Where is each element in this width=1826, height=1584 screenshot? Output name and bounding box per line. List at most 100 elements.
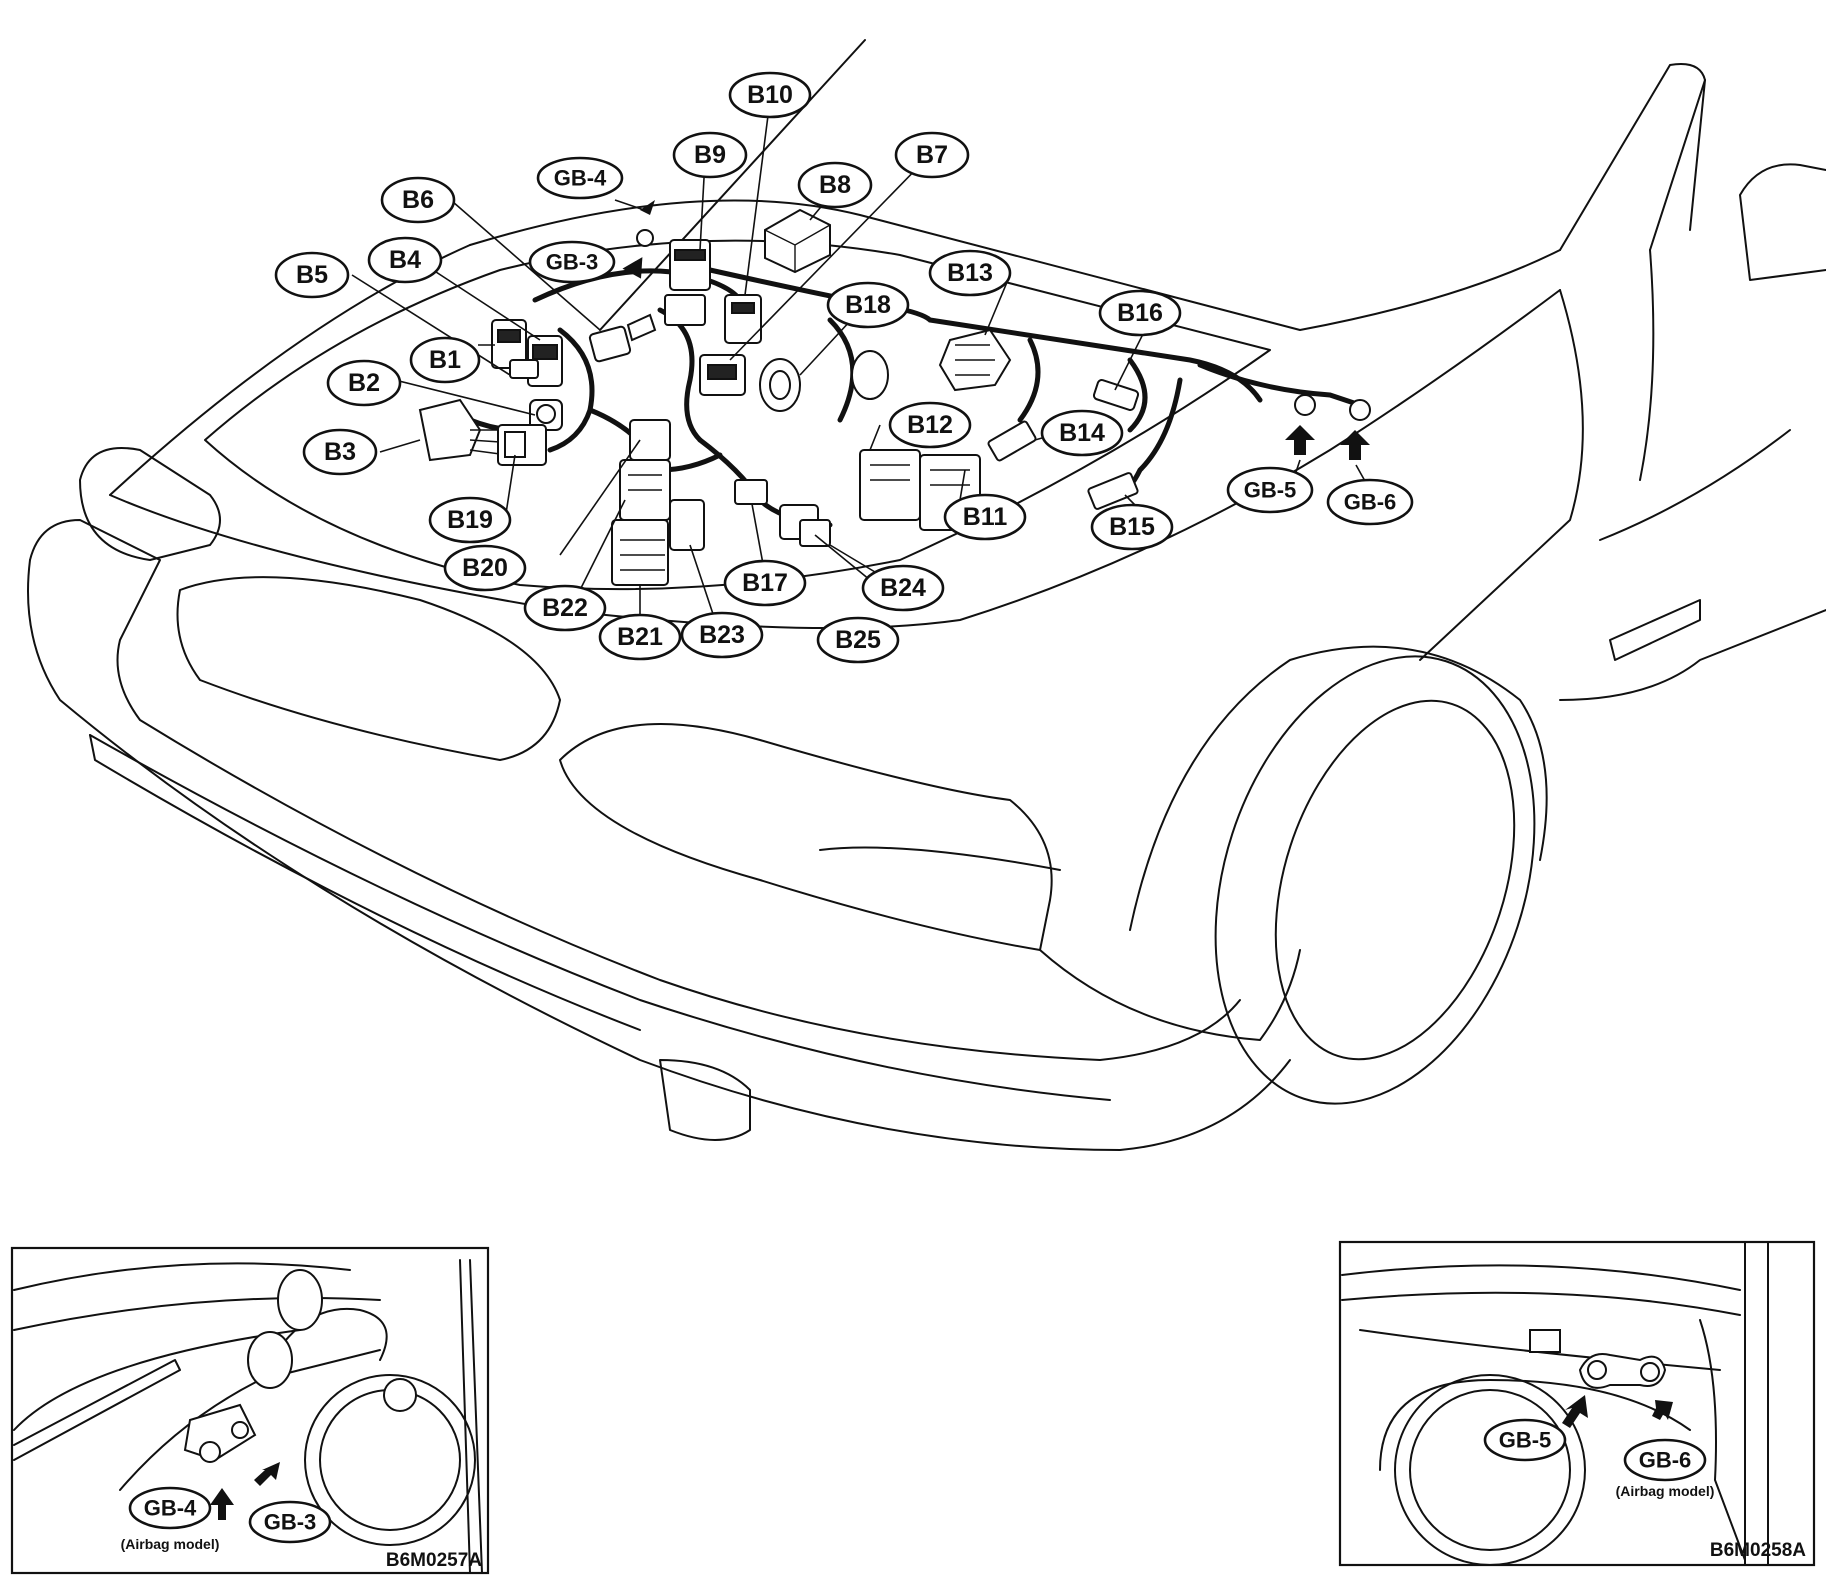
label-b14: B14 <box>1040 409 1124 457</box>
label-b5-text: B5 <box>296 261 328 289</box>
connector-b6-body <box>588 325 632 363</box>
inset-right-label-gb5: GB-5 <box>1483 1418 1567 1462</box>
label-b1-text: B1 <box>429 346 461 374</box>
inset-right: GB-5 GB-6 (Airbag model) B6M0258A <box>1338 1240 1816 1567</box>
connector-b13-ribs <box>955 344 995 376</box>
label-b17-text: B17 <box>742 569 788 597</box>
front-tire <box>1214 655 1536 1105</box>
inset-right-gb6-lug <box>1640 1362 1660 1382</box>
connector-b6-tail <box>626 313 657 342</box>
headlight-right <box>559 723 1053 951</box>
label-b16: B16 <box>1098 289 1182 337</box>
label-gb6-text: GB-6 <box>1344 490 1397 515</box>
label-b18: B18 <box>826 281 910 329</box>
label-b19: B19 <box>428 496 512 544</box>
hood-prop-line <box>599 39 866 331</box>
label-b25: B25 <box>816 616 900 664</box>
label-b11-text: B11 <box>963 503 1008 531</box>
label-b21-text: B21 <box>617 623 663 651</box>
ground-gb4-bolt <box>636 229 654 247</box>
inset-left-gb4-lug <box>199 1441 221 1463</box>
connector-b23-body <box>669 499 705 551</box>
connector-b15-body <box>1087 472 1139 510</box>
label-b7: B7 <box>894 131 970 179</box>
connector-b9-latch <box>674 249 706 261</box>
inset-right-reservoir <box>1394 1374 1586 1566</box>
inset-left-frame <box>10 1246 490 1575</box>
headlight-left <box>79 447 221 561</box>
label-gb4-text: GB-4 <box>554 166 607 191</box>
label-b16-text: B16 <box>1117 299 1163 327</box>
a-pillar-lower <box>1639 249 1655 481</box>
label-b6-text: B6 <box>402 186 434 214</box>
connector-b10-latch <box>731 302 755 314</box>
connector-b19-face <box>504 431 526 458</box>
label-b8: B8 <box>797 161 873 209</box>
label-b15: B15 <box>1090 503 1174 551</box>
label-b18-text: B18 <box>845 291 891 319</box>
bumper-strip <box>89 734 1111 1101</box>
connectors <box>418 208 1371 586</box>
relay-b8-body <box>764 208 831 274</box>
side-trim <box>1609 599 1701 661</box>
connector-b21-body <box>611 519 669 586</box>
gb6-arrow <box>1340 430 1370 460</box>
gb4-arrow-shaft <box>614 199 651 213</box>
label-b17: B17 <box>723 559 807 607</box>
inset-right-gb6-text: GB-6 <box>1639 1448 1692 1473</box>
label-b12-text: B12 <box>907 411 953 439</box>
label-b3: B3 <box>302 428 378 476</box>
label-b11: B11 <box>943 493 1027 541</box>
inset-left-gb3-text: GB-3 <box>264 1510 317 1535</box>
label-b23: B23 <box>680 611 764 659</box>
inset-right-code: B6M0258A <box>1710 1540 1806 1561</box>
inset-left-reservoir <box>304 1374 476 1546</box>
relay-block-b12 <box>859 449 921 521</box>
label-b20: B20 <box>443 544 527 592</box>
inset-left-fitting <box>247 1331 293 1389</box>
main-labels: B10 B9 B7 GB-4 B8 B6 GB-3 B4 B5 B13 B18 … <box>274 71 1414 664</box>
label-b15-text: B15 <box>1109 513 1155 541</box>
label-b5: B5 <box>274 251 350 299</box>
inset-right-tab <box>1529 1329 1561 1353</box>
inset-right-label-gb6: GB-6 <box>1623 1438 1707 1482</box>
fender-corner <box>1039 949 1301 1041</box>
label-b1: B1 <box>409 336 481 384</box>
inset-right-reservoir-inner <box>1409 1389 1571 1551</box>
bumper-top <box>29 519 1241 1061</box>
label-b6: B6 <box>380 176 456 224</box>
label-b14-text: B14 <box>1059 419 1105 447</box>
connector-b16-body <box>1092 379 1140 411</box>
connector-b9-lower <box>664 294 706 326</box>
label-b2: B2 <box>326 359 402 407</box>
inset-right-pillar <box>1744 1241 1769 1566</box>
gb3-arrow <box>622 257 643 279</box>
inset-right-cable <box>1699 1319 1746 1561</box>
connector-b14-body <box>987 420 1037 462</box>
label-b3-text: B3 <box>324 438 356 466</box>
label-b10: B10 <box>728 71 812 119</box>
inset-left-clamp <box>277 1269 323 1331</box>
label-gb6: GB-6 <box>1326 478 1414 526</box>
label-b20-text: B20 <box>462 554 508 582</box>
label-b24-text: B24 <box>880 574 926 602</box>
headlight-right-inner <box>819 846 1061 871</box>
connector-b3-body <box>418 398 482 462</box>
tire-inner <box>1274 699 1516 1061</box>
label-gb5: GB-5 <box>1226 466 1314 514</box>
inset-left-gb3-lug <box>231 1421 249 1439</box>
connector-b1-latch <box>497 329 521 343</box>
label-b12: B12 <box>888 401 972 449</box>
side-mirror <box>1739 163 1826 281</box>
label-b4-text: B4 <box>389 246 421 274</box>
ground-gb6-lug <box>1349 399 1371 421</box>
label-b7-text: B7 <box>916 141 948 169</box>
inset-right-gb5-text: GB-5 <box>1499 1428 1552 1453</box>
ground-gb5-lug <box>1294 394 1316 416</box>
connector-b2-socket <box>536 404 556 424</box>
label-b19-text: B19 <box>447 506 493 534</box>
fender-top <box>1419 289 1584 661</box>
gb5-arrow <box>1285 425 1315 455</box>
